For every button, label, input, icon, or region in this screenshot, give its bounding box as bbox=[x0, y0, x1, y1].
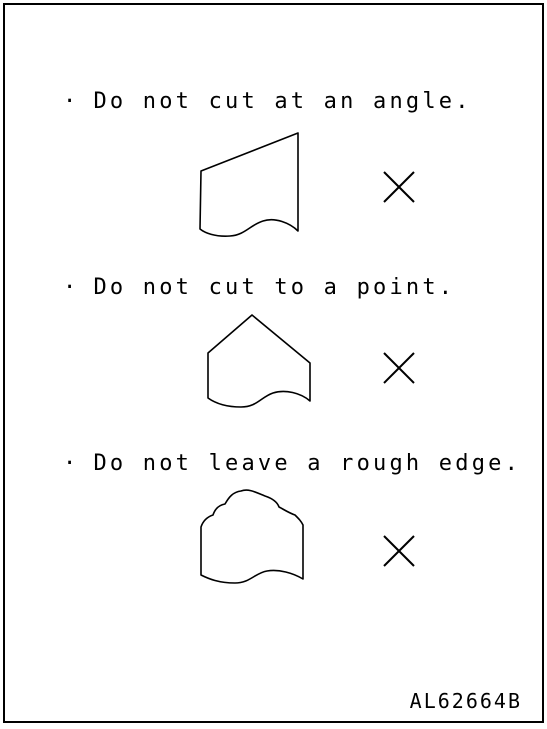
pointed-cut-illustration bbox=[203, 313, 318, 408]
bullet: · bbox=[63, 89, 79, 114]
cross-mark-3-icon bbox=[381, 533, 417, 569]
cross-mark-1-icon bbox=[381, 169, 417, 205]
rule-1-text: · Do not cut at an angle. bbox=[63, 89, 472, 114]
bullet: · bbox=[63, 451, 79, 476]
rough-edge-illustration bbox=[195, 487, 307, 587]
angled-cut-illustration bbox=[195, 133, 305, 245]
rule-3-label: Do not leave a rough edge. bbox=[93, 451, 521, 476]
figure-code: AL62664B bbox=[410, 689, 522, 713]
diagram-frame: · Do not cut at an angle. · Do not cut to … bbox=[3, 3, 544, 723]
cross-mark-2-icon bbox=[381, 350, 417, 386]
rule-1-label: Do not cut at an angle. bbox=[93, 89, 471, 114]
rule-2-label: Do not cut to a point. bbox=[93, 275, 455, 300]
bullet: · bbox=[63, 275, 79, 300]
rule-3-text: · Do not leave a rough edge. bbox=[63, 451, 521, 476]
rule-2-text: · Do not cut to a point. bbox=[63, 275, 455, 300]
